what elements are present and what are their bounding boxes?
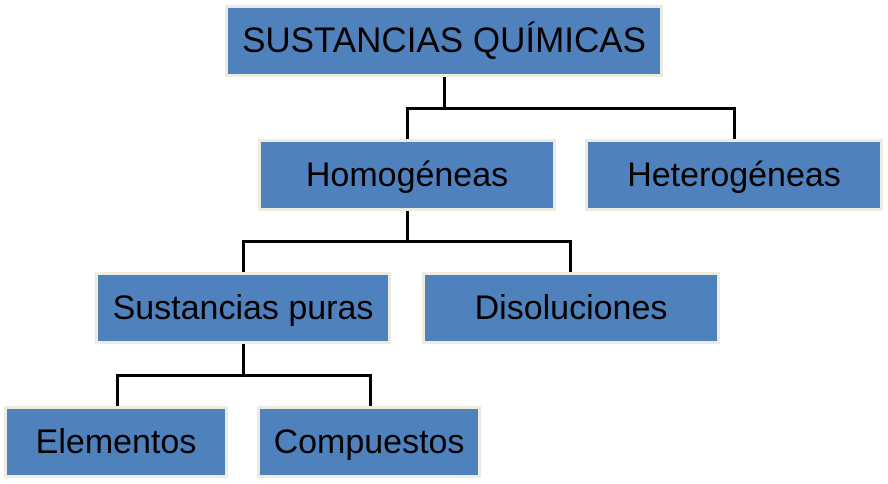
connector: [242, 240, 572, 243]
node-elementos: Elementos: [4, 406, 228, 478]
node-homogeneas: Homogéneas: [258, 139, 556, 211]
node-compuestos: Compuestos: [257, 406, 481, 478]
connector: [733, 107, 736, 141]
connector: [116, 374, 372, 377]
node-sustancias-quimicas: SUSTANCIAS QUÍMICAS: [225, 5, 663, 77]
connector: [406, 107, 736, 110]
connector: [443, 76, 446, 109]
connector: [242, 342, 245, 375]
connector: [116, 374, 119, 408]
connector: [406, 107, 409, 141]
node-sustancias-puras: Sustancias puras: [95, 272, 391, 344]
connector: [406, 209, 409, 242]
node-disoluciones: Disoluciones: [422, 272, 720, 344]
connector: [569, 240, 572, 274]
connector: [242, 240, 245, 274]
connector: [369, 374, 372, 408]
node-heterogeneas: Heterogéneas: [585, 139, 883, 211]
